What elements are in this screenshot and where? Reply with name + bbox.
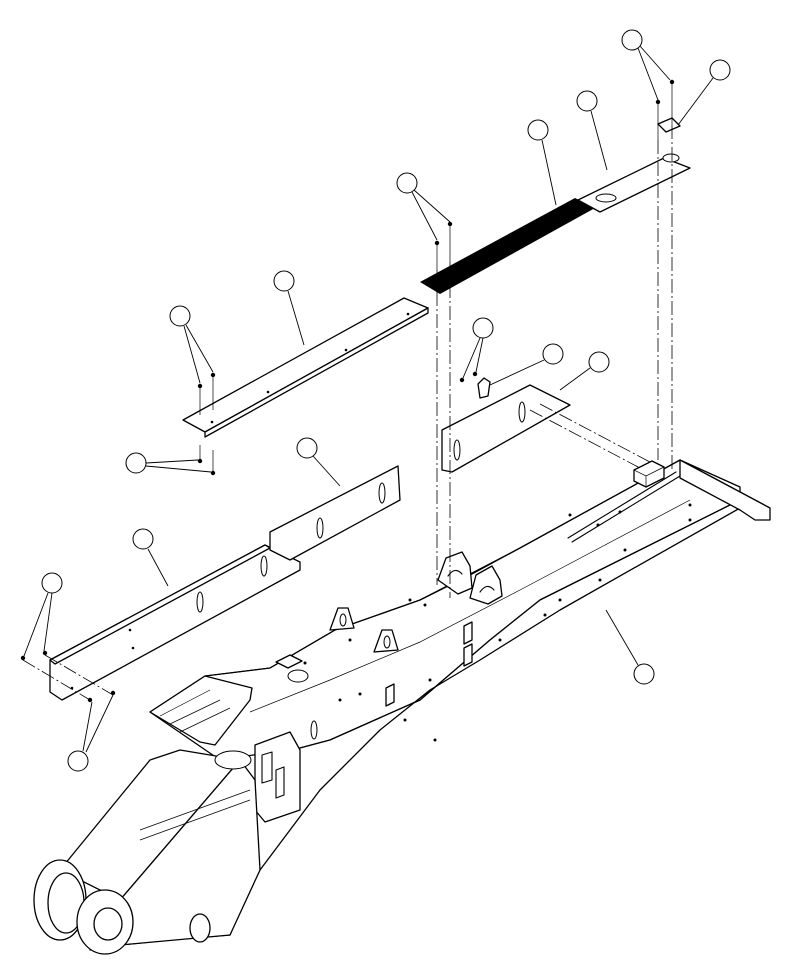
callout-16 bbox=[67, 694, 114, 772]
callout-13 bbox=[132, 528, 169, 587]
left-side-plate bbox=[49, 544, 301, 701]
upper-left-wear-strip bbox=[182, 297, 429, 438]
callout-9 bbox=[489, 343, 564, 386]
assembly-centerlines bbox=[22, 125, 673, 701]
callout-15 bbox=[605, 609, 655, 685]
filled-strip bbox=[420, 117, 691, 294]
callout-1 bbox=[621, 29, 671, 101]
callout-2 bbox=[677, 59, 731, 126]
callout-14 bbox=[23, 572, 63, 657]
callout-7 bbox=[169, 305, 214, 384]
callout-6 bbox=[273, 270, 305, 346]
right-center-side-plate bbox=[441, 377, 571, 473]
main-boom bbox=[33, 459, 771, 955]
side-holes bbox=[303, 503, 692, 742]
callout-balloons bbox=[23, 29, 731, 772]
callout-4 bbox=[527, 119, 557, 206]
callout-3 bbox=[576, 90, 608, 171]
callout-11 bbox=[125, 452, 212, 474]
callout-5 bbox=[396, 172, 451, 241]
callout-12 bbox=[296, 437, 341, 487]
callout-8 bbox=[462, 317, 494, 379]
callout-10 bbox=[559, 351, 610, 391]
center-side-plate bbox=[269, 465, 401, 561]
